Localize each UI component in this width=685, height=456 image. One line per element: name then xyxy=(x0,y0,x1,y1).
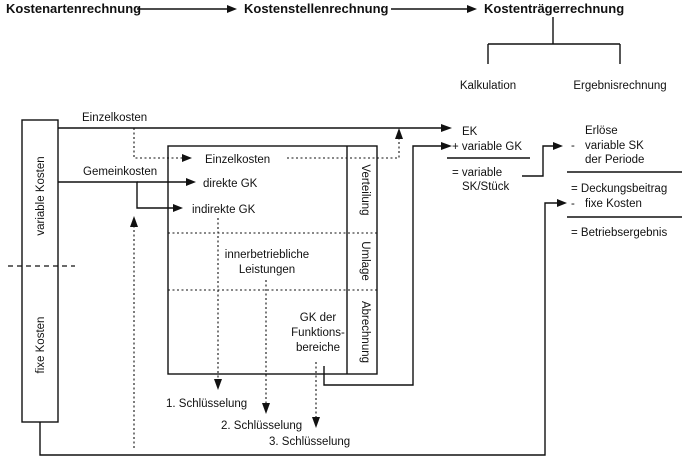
cc-innerbetriebliche: innerbetriebliche xyxy=(225,249,309,261)
arrowhead-fixe-kosten-result xyxy=(557,199,567,207)
cc-bereiche: bereiche xyxy=(296,342,340,354)
header-kostenstellenrechnung: Kostenstellenrechnung xyxy=(244,1,389,16)
calc-ek: EK xyxy=(462,126,478,138)
arrowhead-key-3 xyxy=(312,417,320,428)
calc-sk-stueck: SK/Stück xyxy=(462,181,510,193)
label-schluesselung-3: 3. Schlüsselung xyxy=(269,436,350,448)
calc-equals-variable: = variable xyxy=(452,167,502,179)
arrowhead-einzelkosten-out xyxy=(395,128,403,139)
arrowhead-gk-calculation xyxy=(441,142,452,150)
einzelkosten-arrowhead xyxy=(441,124,452,132)
cc-direkte-gk: direkte GK xyxy=(203,178,258,190)
label-variable-kosten: variable Kosten xyxy=(35,156,47,235)
branch-ergebnisrechnung: Ergebnisrechnung xyxy=(573,80,666,92)
cc-gk-der: GK der xyxy=(300,312,337,324)
result-der-periode: der Periode xyxy=(585,154,644,166)
label-fixe-kosten: fixe Kosten xyxy=(35,317,47,374)
dotted-einzelkosten-in xyxy=(133,128,183,159)
result-fixe-kosten: fixe Kosten xyxy=(585,198,642,210)
cost-center-box xyxy=(167,145,378,375)
result-minus-1: - xyxy=(571,140,575,152)
calc-to-result-line xyxy=(522,145,553,177)
cc-funktions: Funktions- xyxy=(291,327,345,339)
label-schluesselung-1: 1. Schlüsselung xyxy=(166,398,247,410)
fixe-kosten-to-result-line xyxy=(39,202,557,456)
arrowhead-direkte-gk xyxy=(186,178,196,186)
cc-indirekte-gk: indirekte GK xyxy=(192,204,256,216)
dotted-einzelkosten-out xyxy=(287,138,400,159)
label-einzelkosten-input: Einzelkosten xyxy=(82,112,147,124)
cc-leistungen: Leistungen xyxy=(239,264,295,276)
result-erloese: Erlöse xyxy=(585,125,618,137)
arrowhead-fixed-up xyxy=(130,216,138,227)
header-kostenartenrechnung: Kostenartenrechnung xyxy=(6,1,141,16)
branch-tree xyxy=(487,17,621,64)
header-arrowhead-2 xyxy=(467,5,477,13)
arrowhead-indirekte-gk xyxy=(173,204,183,212)
cc-einzelkosten: Einzelkosten xyxy=(205,154,270,166)
gk-to-calculation-line xyxy=(323,145,441,386)
phase-umlage: Umlage xyxy=(359,241,371,281)
header-arrowhead-1 xyxy=(227,5,237,13)
phase-verteilung: Verteilung xyxy=(359,164,371,215)
arrowhead-calc-result xyxy=(553,142,563,150)
gemeinkosten-line xyxy=(58,181,173,209)
label-gemeinkosten-input: Gemeinkosten xyxy=(83,166,157,178)
calc-plus-variable-gk: + variable GK xyxy=(452,141,522,153)
arrowhead-key-1 xyxy=(214,379,222,390)
arrowhead-einzelkosten-in xyxy=(182,154,192,162)
result-deckungsbeitrag: = Deckungsbeitrag xyxy=(571,183,667,195)
result-betriebsergebnis: = Betriebsergebnis xyxy=(571,227,667,239)
phase-abrechnung: Abrechnung xyxy=(359,301,371,363)
header-kostentraegerrechnung: Kostenträgerrechnung xyxy=(484,1,624,16)
result-variable-sk: variable SK xyxy=(585,140,644,152)
result-minus-2: - xyxy=(571,198,575,210)
label-schluesselung-2: 2. Schlüsselung xyxy=(221,420,302,432)
branch-kalkulation: Kalkulation xyxy=(460,80,516,92)
arrowhead-key-2 xyxy=(262,403,270,414)
